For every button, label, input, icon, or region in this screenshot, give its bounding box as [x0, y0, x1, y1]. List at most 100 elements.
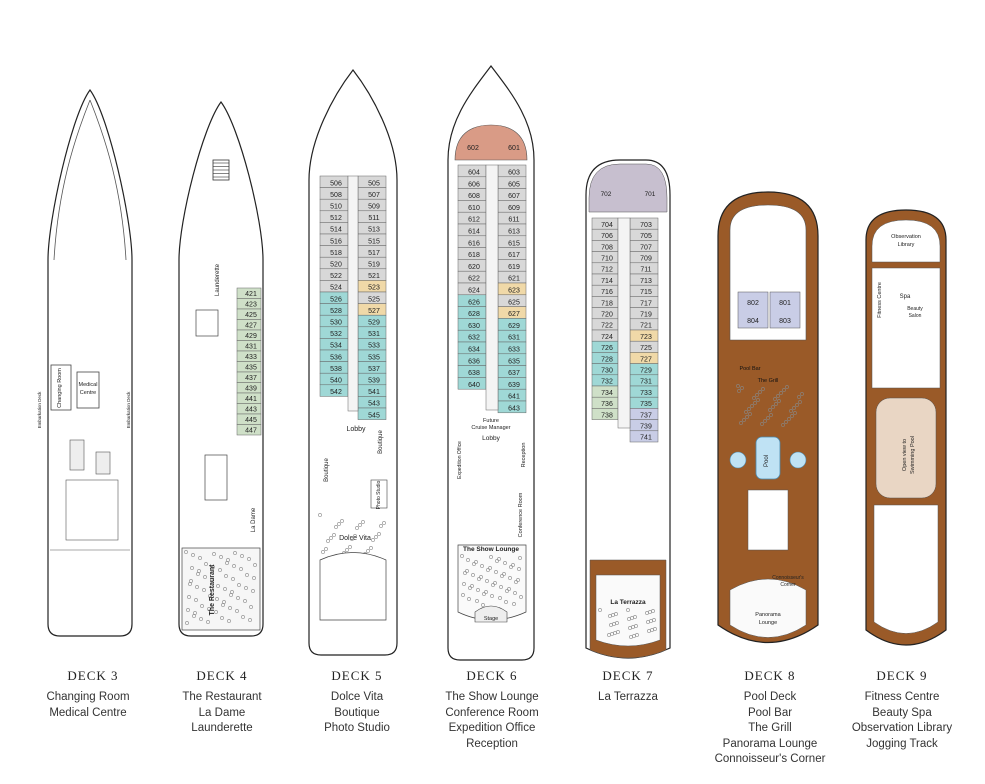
deck5-cabin-left-number: 510 — [330, 204, 342, 211]
deck6-cabin-right-number: 635 — [508, 358, 520, 365]
changing-room-label: Changing Room — [57, 368, 63, 408]
restaurant-table — [228, 606, 232, 610]
deck9-venue: Fitness Centre — [864, 691, 940, 703]
sun-deck-area — [873, 504, 939, 634]
the-grill-table — [745, 415, 749, 419]
the-grill-table — [779, 391, 783, 395]
pool-label: Pool — [764, 455, 770, 467]
restaurant-table — [248, 618, 252, 622]
deck5-cabin-left-number: 530 — [330, 320, 342, 327]
show-lounge-seat — [491, 583, 495, 587]
dolce-vita-table — [329, 536, 333, 540]
deck5-cabin-right-number: 527 — [368, 308, 380, 315]
show-lounge-seat — [479, 575, 483, 579]
show-lounge-seat — [498, 596, 502, 600]
jogging-track-label: Jogging Track — [890, 646, 922, 652]
restaurant-table — [191, 553, 195, 557]
the-grill-table — [737, 389, 741, 393]
deck7-cabin-left-number: 704 — [601, 222, 613, 229]
deck8-venue: Connoisseur's Corner — [714, 753, 826, 765]
show-lounge-seat — [466, 558, 470, 562]
show-lounge-seat — [505, 589, 509, 593]
deck3-venue: Medical Centre — [49, 706, 127, 719]
restaurant-table — [198, 556, 202, 560]
the-grill-table — [787, 417, 791, 421]
deck5-cabin-right-number: 537 — [368, 366, 380, 373]
medical-centre-label: Medical — [79, 382, 98, 388]
deck8-venue: Pool Bar — [747, 706, 793, 719]
deck7-cabin-left-number: 732 — [601, 379, 613, 386]
deck6-venue: Conference Room — [445, 706, 539, 719]
deck5-plan: 5065085105125145165185205225245265285305… — [308, 69, 398, 656]
deck4-cabin-number: 433 — [245, 354, 257, 361]
deck6-cabin-left-number: 616 — [468, 240, 480, 247]
the-grill-table — [800, 392, 804, 396]
deck7-cabin-right-number: 741 — [640, 435, 652, 442]
deck7-venue: La Terrazza — [598, 691, 658, 703]
show-lounge-seat — [497, 557, 501, 561]
suite-701-number: 701 — [645, 191, 656, 198]
lobby-label: Lobby — [346, 426, 366, 433]
deck6-cabin-right-number: 633 — [508, 347, 520, 354]
the-grill-table — [774, 402, 778, 406]
dolce-vita-table — [355, 526, 359, 530]
la-terrazza-area — [595, 574, 661, 647]
deck6-cabin-left-number: 624 — [468, 288, 480, 295]
deck7-cabin-left-number: 724 — [601, 334, 613, 341]
deck6-cabin-right-number: 641 — [508, 394, 520, 401]
panorama-lounge-label: Lounge — [759, 620, 777, 626]
restaurant-table — [243, 599, 247, 603]
deck5-cabin-right-number: 507 — [368, 192, 380, 199]
dolce-vita-table — [353, 534, 357, 538]
show-lounge-seat — [512, 602, 516, 606]
show-lounge-seat — [485, 579, 489, 583]
deck6-cabin-right-number: 615 — [508, 240, 520, 247]
deck7-cabin-right-number: 731 — [640, 379, 652, 386]
observation-library-area — [871, 219, 941, 263]
deck7-cabin-left-number: 718 — [601, 300, 613, 307]
lobby-label: Lobby — [482, 435, 500, 442]
deck5-cabin-right-number: 539 — [368, 378, 380, 385]
la-terrazza-table — [647, 629, 651, 633]
dolce-vita-table — [332, 533, 336, 537]
deck5-theatre-void — [319, 552, 387, 621]
deck8-venue: Panorama Lounge — [722, 737, 818, 750]
show-lounge-seat — [482, 592, 486, 596]
show-lounge-seat — [475, 599, 479, 603]
deck4-cabin-number: 427 — [245, 323, 257, 330]
panorama-lounge-label: Panorama — [755, 612, 781, 618]
deck7-cabin-left-number: 710 — [601, 256, 613, 263]
deck6-cabin-left-number: 636 — [468, 358, 480, 365]
deck6-cabin-left-number: 622 — [468, 276, 480, 283]
restaurant-table — [200, 604, 204, 608]
show-lounge-seat — [500, 574, 504, 578]
la-terrazza-table — [608, 614, 612, 618]
the-grill-table — [773, 397, 777, 401]
deck5-venue: Boutique — [334, 706, 380, 719]
show-lounge-seat — [516, 578, 520, 582]
show-lounge-seat — [517, 567, 521, 571]
restaurant-table — [233, 551, 237, 555]
restaurant-table — [204, 562, 208, 566]
restaurant-table — [184, 550, 188, 554]
deck6-cabin-right-number: 639 — [508, 382, 520, 389]
beauty-salon-label: Beauty — [907, 306, 923, 312]
deck7-cabin-right-number: 713 — [640, 278, 652, 285]
deck4-cabin-cell — [236, 424, 262, 436]
the-grill-table — [750, 404, 754, 408]
restaurant-table — [186, 608, 190, 612]
restaurant-table — [230, 590, 234, 594]
dolce-vita-table — [324, 547, 328, 551]
spa-house — [871, 267, 941, 389]
deck4-cabin-number: 439 — [245, 386, 257, 393]
deck5-venue: Dolce Vita — [330, 691, 384, 703]
elevator — [95, 451, 111, 475]
deck5-cabin-right-number: 523 — [368, 285, 380, 292]
photo-studio-room — [370, 479, 388, 509]
deck6-cabin-right-number: 623 — [508, 288, 520, 295]
restaurant-table — [202, 588, 206, 592]
restaurant-table — [215, 597, 219, 601]
deck7-cabin-left-number: 720 — [601, 312, 613, 319]
